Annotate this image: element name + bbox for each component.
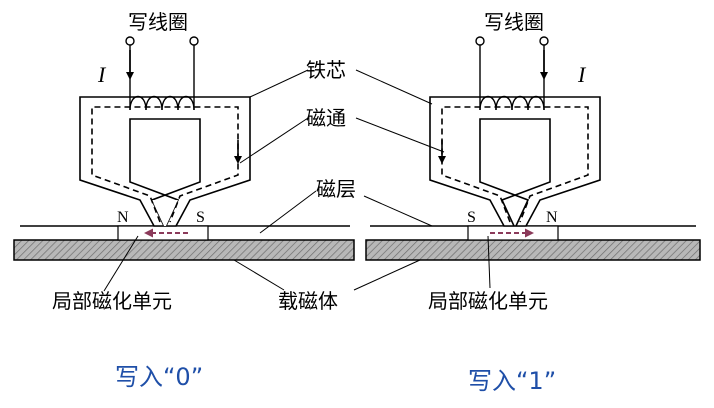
leader-substrate bbox=[233, 259, 285, 291]
iron-core bbox=[429, 96, 601, 227]
leader-flux bbox=[355, 117, 445, 153]
iron-core bbox=[79, 96, 251, 227]
terminal-left bbox=[475, 36, 485, 46]
leader-substrate bbox=[353, 259, 421, 291]
write-coil-label: 写线圈 bbox=[484, 10, 544, 34]
head-gap bbox=[152, 200, 178, 226]
leader-layer bbox=[259, 190, 317, 234]
write-coil-label: 写线圈 bbox=[128, 10, 188, 34]
pole-right: S bbox=[196, 209, 205, 226]
leader-unit bbox=[103, 235, 139, 292]
leader-core bbox=[249, 69, 309, 98]
current-label: I bbox=[577, 62, 587, 87]
write-one-diagram: 写线圈 I S N 局部磁化单元 写入“1” bbox=[353, 10, 701, 395]
pole-right: N bbox=[546, 209, 558, 226]
leader-unit bbox=[487, 235, 491, 289]
terminal-left bbox=[125, 36, 135, 46]
leader-core bbox=[355, 69, 433, 105]
substrate-label: 载磁体 bbox=[278, 289, 338, 313]
pole-left: S bbox=[467, 209, 476, 226]
caption-write-one: 写入“1” bbox=[468, 367, 556, 395]
flux-label: 磁通 bbox=[306, 106, 346, 130]
current-label: I bbox=[97, 62, 107, 87]
substrate-bar bbox=[365, 239, 701, 261]
terminal-right bbox=[189, 36, 199, 46]
magnetized-unit-label: 局部磁化单元 bbox=[52, 289, 172, 313]
magnetized-unit-label: 局部磁化单元 bbox=[428, 289, 548, 313]
flux-path bbox=[441, 106, 589, 223]
terminal-right bbox=[539, 36, 549, 46]
pole-left: N bbox=[117, 209, 129, 226]
leader-layer bbox=[363, 195, 433, 227]
substrate-bar bbox=[13, 239, 355, 261]
core-label: 铁芯 bbox=[306, 58, 346, 82]
write-zero-diagram: 写线圈 I N S 局部磁化单元 写入“0” bbox=[13, 10, 355, 391]
caption-write-zero: 写入“0” bbox=[115, 363, 203, 391]
layer-label: 磁层 bbox=[316, 177, 356, 201]
flux-path bbox=[91, 106, 239, 223]
leader-flux bbox=[239, 117, 309, 164]
magnetized-unit bbox=[467, 225, 559, 241]
